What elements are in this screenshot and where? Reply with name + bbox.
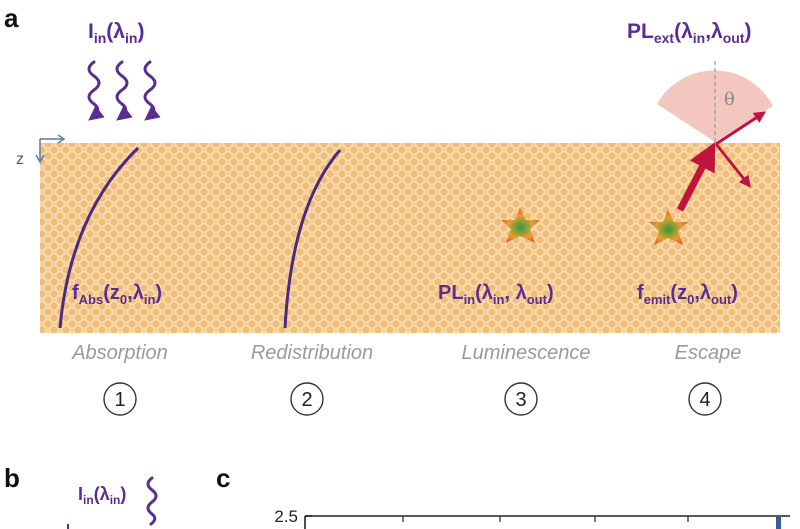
step-4-number: 4 bbox=[699, 389, 710, 411]
panel-b-letter: b bbox=[4, 463, 20, 493]
incident-light-label: Iin(λin) bbox=[88, 20, 144, 46]
wave-arrow-b-icon bbox=[146, 476, 158, 526]
z-axis-label: z bbox=[16, 151, 24, 168]
f-abs-label: fAbs(z0,λin) bbox=[72, 282, 162, 307]
redistribution-profile-curve bbox=[283, 149, 342, 329]
step-3-label: Luminescence bbox=[462, 342, 591, 364]
escape-emitter-star-icon bbox=[649, 210, 688, 245]
emitter-star-icon bbox=[501, 208, 540, 243]
step-3-number: 3 bbox=[515, 389, 526, 411]
emission-arrow-icon bbox=[676, 142, 716, 212]
step-1-circle: 1 bbox=[103, 382, 137, 416]
z-axis-indicator bbox=[35, 134, 66, 164]
step-4-label: Escape bbox=[675, 342, 742, 364]
f-emit-label: femit(z0,λout) bbox=[637, 282, 738, 307]
step-3-circle: 3 bbox=[504, 382, 538, 416]
step-4-circle: 4 bbox=[688, 382, 722, 416]
wave-arrow-2-icon bbox=[115, 60, 133, 121]
panel-a-letter: a bbox=[4, 3, 19, 33]
step-1-label: Absorption bbox=[71, 342, 168, 364]
chart-c-frame bbox=[304, 515, 790, 529]
y-tick-2-5: 2.5 bbox=[274, 507, 298, 526]
chart-c-data-fragment bbox=[776, 517, 781, 529]
absorption-profile-curve bbox=[58, 146, 140, 329]
step-2-number: 2 bbox=[301, 389, 312, 411]
pl-ext-label: PLext(λin,λout) bbox=[627, 20, 752, 46]
escaped-ray-arrow-icon bbox=[715, 111, 767, 146]
incident-light-label-b: Iin(λin) bbox=[78, 484, 126, 507]
theta-label: θ bbox=[724, 89, 735, 110]
reflected-ray-arrow-icon bbox=[714, 143, 751, 188]
incident-wave-arrows bbox=[87, 60, 161, 121]
step-2-circle: 2 bbox=[290, 382, 324, 416]
step-2-label: Redistribution bbox=[251, 342, 373, 364]
wave-arrow-3-icon bbox=[143, 60, 161, 121]
panel-c-letter: c bbox=[216, 463, 230, 493]
step-1-number: 1 bbox=[114, 389, 125, 411]
wave-arrow-1-icon bbox=[87, 60, 105, 121]
pl-in-label: PLin(λin, λout) bbox=[438, 282, 554, 307]
